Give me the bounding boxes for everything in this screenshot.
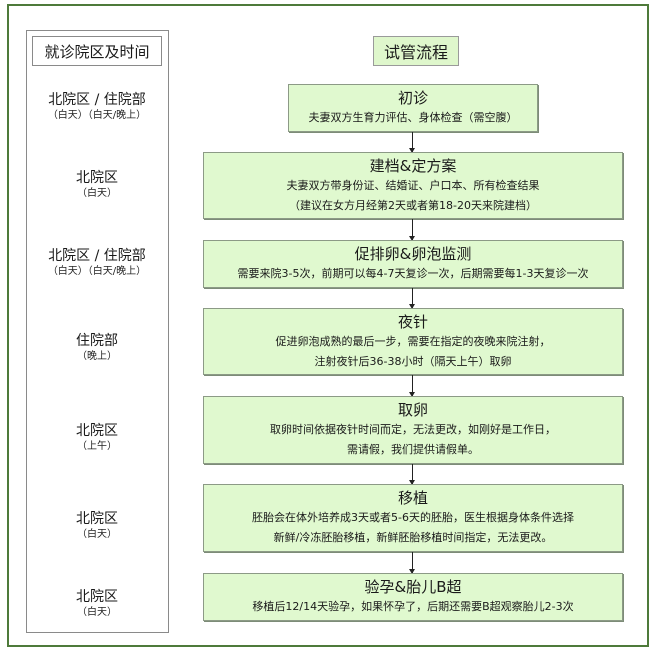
location-time: （白天）: [77, 529, 117, 540]
location-time: （白天）（白天/晚上）: [47, 266, 147, 277]
location-name: 北院区: [76, 170, 118, 186]
location-time: （上午）: [77, 441, 117, 452]
location-name: 北院区 / 住院部: [48, 92, 146, 108]
step-pregnancy-test: 验孕&胎儿B超 移植后12/14天验孕，如果怀孕了，后期还需要B超观察胎儿2-3…: [203, 573, 623, 621]
location-label-3: 北院区 / 住院部 （白天）（白天/晚上）: [27, 248, 167, 279]
step-description: 注射夜针后36-38小时（隔天上午）取卵: [314, 354, 512, 368]
step-description: 胚胎会在体外培养成3天或者5-6天的胚胎，医生根据身体条件选择: [252, 511, 574, 524]
flow-arrow: [409, 288, 415, 309]
step-description: （建议在女方月经第2天或者第18-20天来院建档）: [289, 198, 537, 212]
location-time: （白天）: [77, 188, 117, 199]
location-name: 北院区: [76, 511, 118, 527]
location-label-7: 北院区 （白天）: [27, 589, 167, 620]
location-label-4: 住院部 （晚上）: [27, 333, 167, 364]
step-title: 取卵: [397, 401, 428, 419]
step-egg-retrieval: 取卵 取卵时间依据夜针时间而定，无法更改，如刚好是工作日， 需请假，我们提供请假…: [203, 396, 623, 464]
flow-arrow: [409, 219, 415, 241]
flow-arrow: [409, 132, 415, 153]
step-initial-consultation: 初诊 夫妻双方生育力评估、身体检查（需空腹）: [288, 84, 538, 132]
step-title: 初诊: [397, 89, 428, 107]
step-ovulation-monitoring: 促排卵&卵泡监测 需要来院3-5次，前期可以每4-7天复诊一次，后期需要每1-3…: [203, 240, 623, 288]
step-title: 建档&定方案: [369, 156, 457, 175]
flow-title: 试管流程: [373, 36, 459, 66]
step-description: 取卵时间依据夜针时间而定，无法更改，如刚好是工作日，: [270, 423, 556, 436]
step-description: 移植后12/14天验孕，如果怀孕了，后期还需要B超观察胎儿2-3次: [252, 600, 574, 613]
location-name: 北院区 / 住院部: [48, 248, 146, 264]
step-description: 夫妻双方生育力评估、身体检查（需空腹）: [308, 111, 518, 124]
location-name: 住院部: [76, 333, 118, 349]
location-column-header: 就诊院区及时间: [32, 36, 162, 66]
location-time: （白天）: [77, 607, 117, 618]
location-column: [26, 30, 169, 633]
step-title: 促排卵&卵泡监测: [354, 245, 472, 263]
step-description: 需要来院3-5次，前期可以每4-7天复诊一次，后期需要每1-3天复诊一次: [237, 267, 589, 280]
step-title: 验孕&胎儿B超: [364, 578, 462, 596]
flow-arrow: [409, 464, 415, 485]
location-name: 北院区: [76, 589, 118, 605]
location-name: 北院区: [76, 423, 118, 439]
location-label-6: 北院区 （白天）: [27, 511, 167, 542]
flow-arrow: [409, 552, 415, 574]
location-label-1: 北院区 / 住院部 （白天）（白天/晚上）: [27, 92, 167, 123]
step-title: 移植: [397, 489, 428, 507]
step-file-and-plan: 建档&定方案 夫妻双方带身份证、结婚证、户口本、所有检查结果 （建议在女方月经第…: [203, 152, 623, 219]
flow-arrow: [409, 375, 415, 397]
step-embryo-transfer: 移植 胚胎会在体外培养成3天或者5-6天的胚胎，医生根据身体条件选择 新鲜/冷冻…: [203, 484, 623, 552]
location-time: （白天）（白天/晚上）: [47, 110, 147, 121]
step-description: 夫妻双方带身份证、结婚证、户口本、所有检查结果: [286, 178, 540, 192]
step-description: 新鲜/冷冻胚胎移植，新鲜胚胎移植时间指定，无法更改。: [273, 531, 553, 544]
step-description: 促进卵泡成熟的最后一步，需要在指定的夜晚来院注射，: [275, 334, 551, 348]
location-label-2: 北院区 （白天）: [27, 170, 167, 201]
step-description: 需请假，我们提供请假单。: [347, 443, 479, 456]
step-title: 夜针: [397, 312, 428, 331]
step-trigger-shot: 夜针 促进卵泡成熟的最后一步，需要在指定的夜晚来院注射， 注射夜针后36-38小…: [203, 308, 623, 375]
outer-frame: [7, 4, 649, 647]
location-time: （晚上）: [77, 351, 117, 362]
location-label-5: 北院区 （上午）: [27, 423, 167, 454]
